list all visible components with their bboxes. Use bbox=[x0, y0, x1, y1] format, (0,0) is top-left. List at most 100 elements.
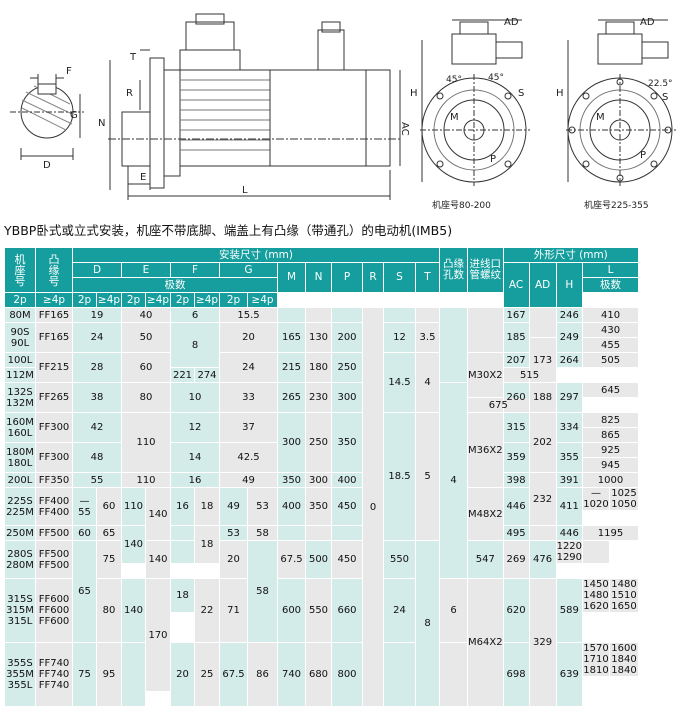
table-cell: 130 bbox=[305, 322, 332, 353]
table-cell: 80 bbox=[96, 578, 122, 643]
table-cell: 450 bbox=[331, 540, 363, 579]
header-cell: E bbox=[121, 262, 171, 278]
table-cell: 20 bbox=[219, 540, 248, 579]
table-cell: FF500 bbox=[35, 525, 73, 541]
table-cell: 100L bbox=[4, 352, 36, 368]
shaft-section-drawing bbox=[10, 74, 84, 160]
table-cell: 24 bbox=[383, 578, 416, 643]
table-cell: 620 bbox=[502, 578, 530, 643]
table-cell: 80M bbox=[4, 307, 36, 323]
table-cell: 400 bbox=[331, 472, 363, 488]
table-cell bbox=[305, 525, 332, 541]
table-cell: 24 bbox=[72, 322, 122, 353]
table-cell bbox=[467, 307, 504, 353]
table-cell bbox=[170, 525, 195, 541]
header-cell: 极数 bbox=[582, 277, 640, 293]
table-cell: —55 bbox=[72, 487, 97, 526]
frame-range-2: 机座号225-355 bbox=[584, 199, 649, 211]
table-cell: 230 bbox=[305, 382, 332, 413]
header-cell: G bbox=[219, 262, 278, 278]
label-P-2: P bbox=[640, 150, 646, 161]
label-H-2: H bbox=[556, 88, 564, 99]
table-cell: 20 bbox=[219, 322, 278, 353]
table-cell: 450 bbox=[331, 487, 363, 526]
table-cell: FF265 bbox=[35, 382, 73, 413]
table-cell: FF350 bbox=[35, 472, 73, 488]
header-cell: S bbox=[383, 262, 416, 293]
table-cell: FF300 bbox=[35, 412, 73, 443]
table-cell: 505 bbox=[582, 352, 640, 368]
header-cell: P bbox=[331, 262, 363, 293]
table-cell: 18 bbox=[194, 525, 220, 564]
table-cell: 250 bbox=[331, 352, 363, 383]
table-cell: 20 bbox=[170, 642, 195, 707]
table-cell: 600 bbox=[277, 578, 306, 643]
table-cell: 53 bbox=[219, 525, 248, 541]
table-caption: YBBP卧式或立式安装，机座不带底脚、端盖上有凸缘（带通孔）的电动机(IMB5) bbox=[4, 223, 453, 238]
table-cell bbox=[528, 525, 557, 541]
header-cell: AC bbox=[502, 262, 530, 308]
table-cell: 865 bbox=[582, 427, 640, 443]
table-cell bbox=[528, 307, 557, 338]
table-cell: 825 bbox=[582, 412, 640, 428]
table-cell: 446 bbox=[502, 487, 530, 526]
table-cell: 75 bbox=[96, 540, 122, 579]
table-cell: 16 bbox=[170, 472, 220, 488]
table-row: 945 bbox=[5, 457, 640, 473]
table-cell: 200 bbox=[331, 322, 363, 353]
table-cell bbox=[383, 307, 416, 323]
table-cell: 24 bbox=[219, 352, 278, 383]
label-AD-2: AD bbox=[640, 17, 655, 28]
table-cell: 12 bbox=[383, 322, 416, 353]
table-cell: 110 bbox=[121, 472, 171, 488]
table-cell: 645 bbox=[582, 382, 640, 398]
label-G: G bbox=[70, 110, 78, 121]
table-cell: 232 bbox=[528, 472, 557, 526]
table-cell: 3.5 bbox=[415, 322, 440, 353]
table-cell: 58 bbox=[247, 525, 278, 541]
table-cell: 5 bbox=[415, 412, 440, 541]
table-cell: 65 bbox=[72, 540, 97, 643]
table-cell bbox=[121, 642, 146, 707]
header-cell: H bbox=[555, 262, 584, 308]
header-cell: D bbox=[72, 262, 122, 278]
label-R: R bbox=[126, 88, 133, 99]
table-cell: 698 bbox=[502, 642, 530, 707]
table-cell: 60 bbox=[72, 525, 97, 541]
table-cell bbox=[582, 540, 611, 564]
header-cell: 凸缘孔数 bbox=[439, 247, 468, 293]
table-cell: 8 bbox=[415, 540, 440, 707]
header-cell: ≥4p bbox=[35, 292, 73, 308]
table-cell bbox=[439, 307, 468, 383]
table-cell: 446 bbox=[555, 525, 584, 541]
table-cell: 60 bbox=[121, 352, 171, 383]
label-22-5: 22.5° bbox=[648, 79, 673, 89]
table-cell bbox=[383, 642, 416, 707]
header-cell: 安装尺寸 (mm) bbox=[72, 247, 440, 263]
table-cell: 660 bbox=[331, 578, 363, 643]
table-cell: 80 bbox=[121, 382, 171, 413]
table-cell: 430 bbox=[582, 322, 640, 338]
table-cell: 589 bbox=[555, 578, 584, 643]
table-cell: M48X2 bbox=[467, 487, 504, 541]
header-cell: 进线口管螺纹 bbox=[467, 247, 504, 293]
header-cell: F bbox=[170, 262, 220, 278]
label-L: L bbox=[242, 185, 248, 196]
table-cell: 4 bbox=[415, 352, 440, 413]
header-cell: 机座号 bbox=[4, 247, 36, 293]
label-S-1: S bbox=[518, 88, 524, 99]
table-cell: 207 bbox=[502, 352, 530, 368]
